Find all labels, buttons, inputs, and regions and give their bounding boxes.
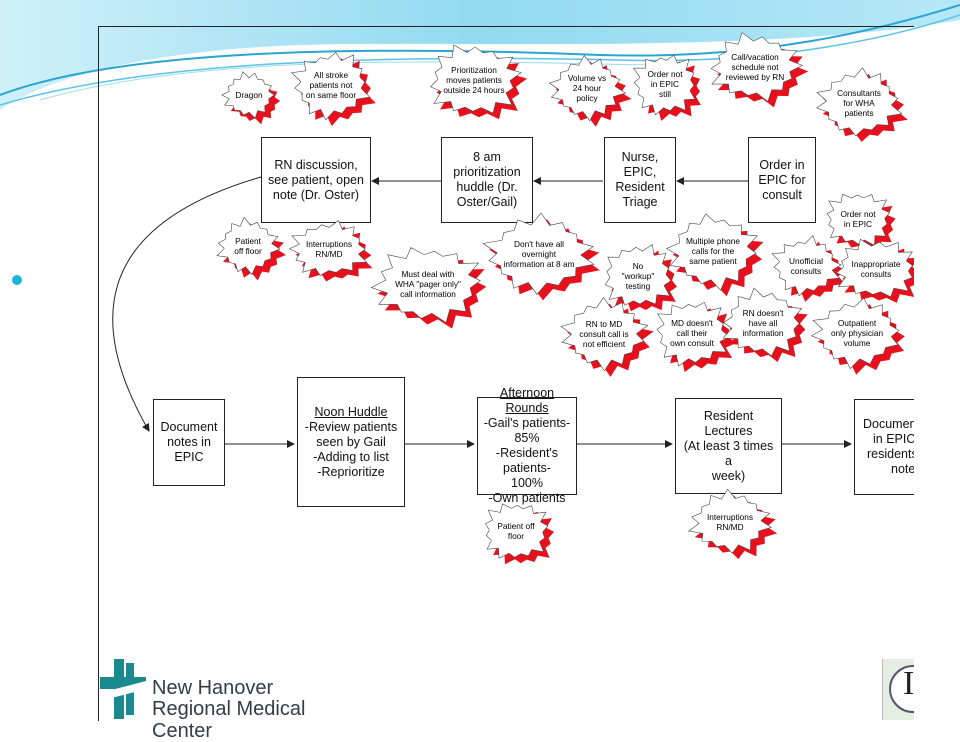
- flowchart-frame: Order in EPIC for consult Nurse, EPIC, R…: [98, 26, 914, 721]
- issue-burst-md-no-call: MD doesn't call their own consult: [651, 297, 737, 373]
- connector-arrows: [112, 176, 852, 448]
- burst-shape: [722, 287, 808, 363]
- issue-burst-patient-off-floor-2: Patient off floor: [479, 499, 555, 565]
- issue-burst-multiple-calls: Multiple phone calls for the same patien…: [665, 211, 764, 297]
- issue-burst-prioritization: Prioritization moves patients outside 24…: [424, 41, 528, 120]
- box-noon-huddle: Noon Huddle -Review patients seen by Gai…: [297, 377, 405, 507]
- burst-shape: [835, 238, 914, 303]
- issue-burst-consultants-wha: Consultants for WHA patients: [814, 67, 908, 142]
- issue-burst-call-vacation: Call/vacation schedule not reviewed by R…: [706, 31, 809, 108]
- arrow-rn-to-document: [112, 176, 262, 432]
- burst-shape: [482, 213, 600, 301]
- issue-burst-rn-md-call: RN to MD consult call is not efficient: [559, 297, 654, 377]
- burst-shape: [560, 297, 654, 377]
- medical-cross-icon: [100, 659, 146, 719]
- burst-shape: [687, 489, 778, 560]
- issue-burst-no-workup: No "workup" testing: [599, 241, 677, 312]
- burst-shape: [826, 193, 896, 252]
- burst-shape: [485, 503, 555, 565]
- issue-burst-inappropriate: Inappropriate consults: [831, 237, 914, 303]
- logo-line-2: Regional Medical Center: [152, 698, 306, 742]
- burst-shape: [216, 217, 286, 281]
- corner-badge: I: [882, 659, 914, 720]
- issue-burst-rn-not-all-info: RN doesn't have all information: [719, 287, 808, 363]
- burst-shape: [710, 32, 809, 108]
- issue-burst-order-not-epic-still: Order not in EPIC still: [629, 51, 701, 121]
- box-nurse-triage: Nurse, EPIC, Resident Triage: [604, 137, 676, 223]
- issue-burst-patient-off-floor: Patient off floor: [215, 217, 286, 281]
- box-resident-lectures: Resident Lectures (At least 3 times a we…: [675, 398, 782, 494]
- burst-shape: [370, 247, 487, 329]
- issue-burst-outpatient: Outpatient only physician volume: [809, 297, 905, 375]
- issue-burst-stroke: All stroke patients not on same floor: [289, 49, 376, 126]
- burst-shape: [665, 213, 764, 297]
- burst-shape: [656, 301, 737, 373]
- box-document-final: Documen in EPIC residents note: [854, 399, 914, 495]
- box-document-notes: Document notes in EPIC: [153, 399, 225, 486]
- burst-shape: [221, 71, 281, 125]
- issue-burst-overnight-info: Don't have all overnight information at …: [481, 213, 600, 301]
- issue-burst-wha-pager: Must deal with WHA "pager only" call inf…: [369, 243, 487, 329]
- burst-shape: [548, 55, 632, 127]
- hospital-logo: New Hanover Regional Medical Center: [100, 657, 358, 742]
- burst-shape: [430, 44, 528, 120]
- box-afternoon-rounds: Afternoon Rounds -Gail's patients- 85% -…: [477, 386, 577, 505]
- burst-shape: [771, 235, 847, 302]
- issue-burst-dragon: Dragon: [221, 71, 281, 125]
- issue-burst-interruptions-1: Interruptions RN/MD: [287, 219, 373, 282]
- burst-shape: [633, 54, 701, 121]
- burst-shape: [816, 67, 908, 142]
- burst-shape: [290, 51, 376, 126]
- box-order-in-epic: Order in EPIC for consult: [748, 137, 816, 223]
- issue-burst-unofficial: Unofficial consults: [769, 235, 847, 302]
- box-8am-huddle: 8 am prioritization huddle (Dr. Oster/Ga…: [441, 137, 533, 223]
- badge-glyph: I: [903, 665, 914, 702]
- issue-burst-interruptions-2: Interruptions RN/MD: [687, 489, 778, 560]
- box-rn-discussion: RN discussion, see patient, open note (D…: [261, 137, 371, 223]
- slide-bullet: [12, 275, 22, 285]
- burst-shape: [604, 243, 677, 312]
- issue-burst-order-not-epic: Order not in EPIC: [821, 189, 896, 252]
- burst-shape: [810, 297, 905, 375]
- burst-shape: [288, 220, 373, 282]
- logo-line-1: New Hanover: [152, 677, 274, 699]
- issue-burst-volume: Volume vs 24 hour policy: [548, 55, 632, 127]
